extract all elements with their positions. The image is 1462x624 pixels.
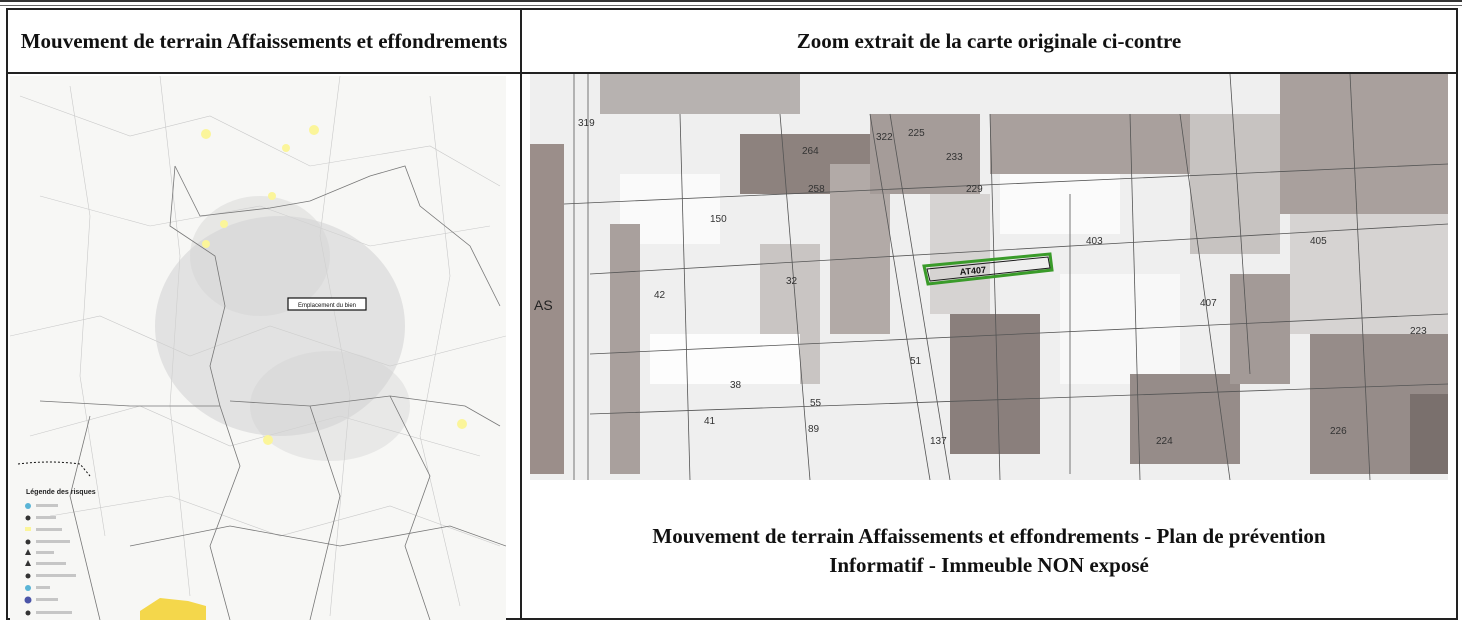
parcel-lines: [563, 74, 1448, 480]
parcel-number: 225: [908, 128, 925, 139]
legend-title: Légende des risques: [26, 489, 96, 496]
left-header: Mouvement de terrain Affaissements et ef…: [8, 10, 520, 72]
parcel-numbers: 319 225 264 258 322 150 42 32 38 41 55 5…: [578, 118, 1427, 447]
header-divider: [8, 72, 1456, 74]
zoom-cadastral-map: 319 225 264 258 322 150 42 32 38 41 55 5…: [530, 74, 1448, 480]
parcel-number: 32: [786, 276, 798, 287]
parcel-number: 137: [930, 436, 947, 447]
map-legend: Légende des risques: [24, 489, 96, 616]
parcel-number: 38: [730, 380, 742, 391]
parcel-number: 41: [704, 416, 716, 427]
caption-line-1: Mouvement de terrain Affaissements et ef…: [652, 524, 1326, 548]
parcel-number: 89: [808, 424, 820, 435]
top-rule: [0, 0, 1462, 6]
parcel-number: 407: [1200, 298, 1217, 309]
overview-map: Emplacement du bien Légende des risques: [10, 76, 506, 620]
column-divider: [520, 10, 522, 618]
parcel-number: 403: [1086, 236, 1103, 247]
highlighted-parcel-label: AT407: [959, 265, 986, 277]
zoom-map-blocks: [530, 74, 1448, 474]
parcel-number: 405: [1310, 236, 1327, 247]
property-marker-label: Emplacement du bien: [298, 303, 356, 309]
highlighted-parcel: AT407: [922, 252, 1054, 286]
yellow-zone: [140, 598, 206, 620]
section-label: AS: [534, 297, 553, 313]
parcel-number: 223: [1410, 326, 1427, 337]
risk-caption: Mouvement de terrain Affaissements et ef…: [522, 522, 1456, 580]
left-header-title: Mouvement de terrain Affaissements et ef…: [20, 29, 508, 53]
property-marker: Emplacement du bien: [287, 297, 367, 311]
parcel-number: 319: [578, 118, 595, 129]
commune-boundaries: [39, 165, 506, 620]
parcel-number: 229: [966, 184, 983, 195]
right-header: Zoom extrait de la carte originale ci-co…: [522, 10, 1456, 72]
parcel-number: 42: [654, 290, 666, 301]
hazard-points: [201, 125, 467, 445]
risk-table: Mouvement de terrain Affaissements et ef…: [6, 8, 1458, 620]
parcel-number: 55: [810, 398, 822, 409]
parcel-number: 233: [946, 152, 963, 163]
right-header-title: Zoom extrait de la carte originale ci-co…: [796, 29, 1182, 53]
parcel-number: 150: [710, 214, 727, 225]
parcel-number: 226: [1330, 426, 1347, 437]
parcel-number: 264: [802, 146, 819, 157]
parcel-number: 224: [1156, 436, 1173, 447]
parcel-number: 51: [910, 356, 922, 367]
parcel-number: 322: [876, 132, 893, 143]
caption-line-2: Informatif - Immeuble NON exposé: [829, 553, 1149, 577]
parcel-number: 258: [808, 184, 825, 195]
